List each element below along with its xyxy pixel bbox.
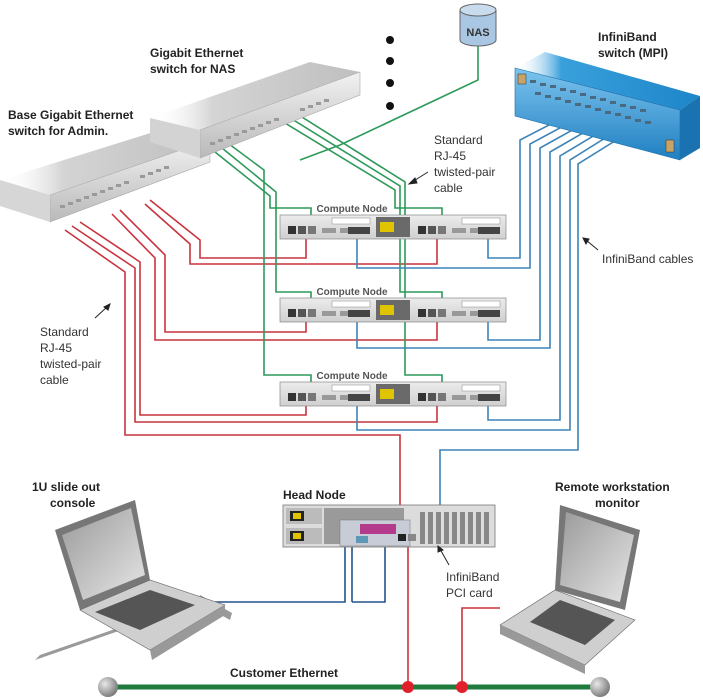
remote-ws-label-line1: Remote workstation — [555, 480, 670, 494]
ib-switch-label-line1: InfiniBand — [598, 30, 657, 44]
head-node-junction — [402, 681, 414, 693]
remote-ws-label-line2: monitor — [595, 496, 640, 510]
callout-arrows — [94, 171, 599, 566]
nas-label: NAS — [466, 27, 489, 39]
console-label-line1: 1U slide out — [32, 480, 100, 494]
ib-cables-label: InfiniBand cables — [602, 252, 693, 266]
admin-switch-label-line1: Base Gigabit Ethernet — [8, 108, 133, 122]
rj45-top-label-line4: cable — [434, 181, 463, 195]
infiniband-switch — [514, 52, 700, 161]
admin-cables — [64, 199, 500, 688]
customer-ethernet-bus — [98, 677, 610, 697]
ib-pci-label-line1: InfiniBand — [446, 570, 499, 584]
nas-switch — [150, 62, 361, 159]
admin-switch-label-line2: switch for Admin. — [8, 124, 108, 138]
rj45-top-label-line2: RJ-45 — [434, 149, 466, 163]
remote-workstation-laptop — [499, 505, 640, 674]
nas-switch-label-line1: Gigabit Ethernet — [150, 46, 243, 60]
more-nodes-ellipsis — [386, 36, 394, 110]
head-node: Head Node — [282, 488, 496, 548]
labels: Gigabit Ethernet switch for NAS Base Gig… — [8, 30, 693, 680]
compute-node-label: Compute Node — [316, 204, 388, 215]
workstation-junction — [456, 681, 468, 693]
compute-node: Compute Node — [279, 371, 507, 407]
customer-ethernet-label: Customer Ethernet — [230, 666, 338, 680]
rj45-left-label-line3: twisted-pair — [40, 357, 101, 371]
console-cables — [215, 545, 386, 603]
compute-node-label: Compute Node — [316, 371, 388, 382]
nas-cables — [214, 40, 479, 391]
ib-pci-label-line2: PCI card — [446, 586, 493, 600]
admin-switch — [0, 130, 211, 223]
rj45-top-label-line1: Standard — [434, 133, 483, 147]
nas-storage: NAS — [459, 3, 497, 47]
rj45-left-label-line4: cable — [40, 373, 69, 387]
console-laptop — [35, 500, 232, 660]
infiniband-cables — [356, 109, 627, 520]
compute-node-label: Compute Node — [316, 287, 388, 298]
nas-switch-label-line2: switch for NAS — [150, 62, 235, 76]
rj45-left-label-line2: RJ-45 — [40, 341, 72, 355]
rj45-top-label-line3: twisted-pair — [434, 165, 495, 179]
compute-node: Compute Node — [279, 287, 507, 323]
head-node-label: Head Node — [283, 488, 346, 502]
console-label-line2: console — [50, 496, 96, 510]
compute-node: Compute Node — [279, 204, 507, 240]
ib-switch-label-line2: switch (MPI) — [598, 46, 668, 60]
rj45-left-label-line1: Standard — [40, 325, 89, 339]
